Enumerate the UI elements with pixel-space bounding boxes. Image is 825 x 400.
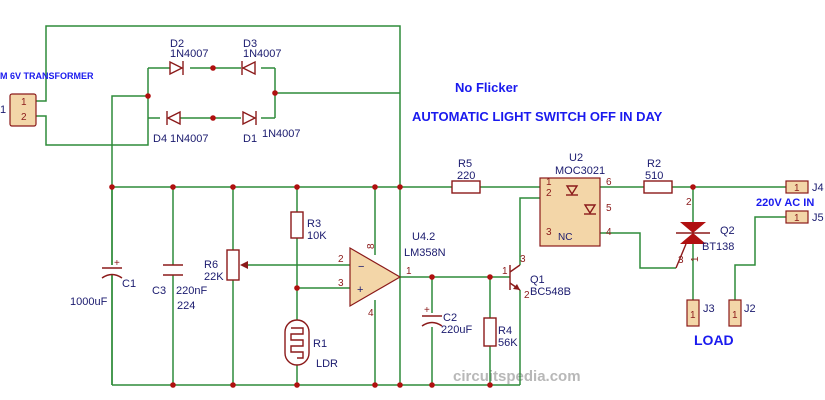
svg-text:2: 2 xyxy=(686,197,692,208)
svg-text:1: 1 xyxy=(794,183,800,194)
svg-text:3: 3 xyxy=(546,227,552,238)
main-title: AUTOMATIC LIGHT SWITCH OFF IN DAY xyxy=(412,109,663,124)
svg-text:R3: R3 xyxy=(307,218,321,230)
svg-text:4: 4 xyxy=(368,308,374,319)
potentiometer-r6: R6 22K xyxy=(204,249,248,283)
svg-text:+: + xyxy=(424,305,430,316)
connector-j5: 1 J5 xyxy=(785,210,824,224)
svg-text:C1: C1 xyxy=(122,278,136,290)
svg-text:1: 1 xyxy=(546,177,552,188)
svg-text:510: 510 xyxy=(645,170,663,182)
triac-q2: 2 3 1 Q2 BT138 xyxy=(675,197,735,269)
resistor-r3: R3 10K xyxy=(290,211,327,242)
svg-text:3: 3 xyxy=(520,254,526,265)
svg-text:10K: 10K xyxy=(307,230,327,242)
connector-j2: 1 J2 xyxy=(728,299,756,327)
svg-text:1: 1 xyxy=(21,97,27,108)
svg-text:C2: C2 xyxy=(443,312,457,324)
svg-text:C3: C3 xyxy=(152,285,166,297)
diode-d4: D4 1N4007 xyxy=(153,110,209,145)
svg-text:+: + xyxy=(357,284,363,296)
svg-text:1: 1 xyxy=(502,266,508,277)
svg-text:56K: 56K xyxy=(498,337,518,349)
svg-text:220uF: 220uF xyxy=(441,324,472,336)
svg-text:LDR: LDR xyxy=(316,358,338,370)
svg-text:1000uF: 1000uF xyxy=(70,296,108,308)
svg-text:1: 1 xyxy=(732,310,738,321)
svg-text:220: 220 xyxy=(457,170,475,182)
svg-text:R4: R4 xyxy=(498,325,512,337)
svg-text:1: 1 xyxy=(794,213,800,224)
svg-text:U4.2: U4.2 xyxy=(412,231,435,243)
svg-text:Q1: Q1 xyxy=(530,274,545,286)
svg-text:3: 3 xyxy=(678,255,684,266)
ldr-r1: R1 LDR xyxy=(284,319,338,370)
capacitor-c3: C3 220nF 224 xyxy=(152,264,207,312)
wires xyxy=(36,25,790,386)
svg-text:+: + xyxy=(114,258,120,269)
transformer-connector: 1 2 1 M 6V TRANSFORMER xyxy=(0,71,94,127)
load-label: LOAD xyxy=(694,332,734,348)
svg-text:2: 2 xyxy=(338,254,344,265)
resistor-r2: R2 510 xyxy=(643,158,673,194)
ac-input-label: 220V AC IN xyxy=(756,197,814,209)
svg-text:NC: NC xyxy=(558,232,572,243)
svg-text:2: 2 xyxy=(546,188,552,199)
junction-dots xyxy=(109,65,696,388)
svg-text:BC548B: BC548B xyxy=(530,286,571,298)
svg-text:1: 1 xyxy=(690,310,696,321)
svg-text:J4: J4 xyxy=(812,182,824,194)
svg-text:LM358N: LM358N xyxy=(404,247,446,259)
svg-text:R5: R5 xyxy=(458,158,472,170)
svg-text:R2: R2 xyxy=(647,158,661,170)
svg-text:J2: J2 xyxy=(744,303,756,315)
svg-text:1: 1 xyxy=(406,266,412,277)
svg-text:R1: R1 xyxy=(313,338,327,350)
watermark: circuitspedia.com xyxy=(453,368,581,385)
svg-text:D1: D1 xyxy=(243,133,257,145)
transformer-label: M 6V TRANSFORMER xyxy=(0,71,94,81)
svg-text:D2: D2 xyxy=(170,38,184,50)
resistor-r4: R4 56K xyxy=(483,317,518,349)
svg-text:224: 224 xyxy=(177,300,195,312)
connector-j4: 1 J4 xyxy=(785,180,824,194)
svg-text:8: 8 xyxy=(366,243,377,249)
svg-text:6: 6 xyxy=(606,177,612,188)
svg-text:−: − xyxy=(358,261,364,273)
capacitor-c2: + C2 220uF xyxy=(420,305,472,336)
svg-text:MOC3021: MOC3021 xyxy=(555,165,605,177)
transformer-ref: 1 xyxy=(0,104,6,116)
svg-text:1N4007: 1N4007 xyxy=(262,128,301,140)
svg-text:2: 2 xyxy=(21,112,27,123)
svg-text:4: 4 xyxy=(606,227,612,238)
svg-text:J3: J3 xyxy=(703,303,715,315)
svg-text:D4: D4 xyxy=(153,133,167,145)
resistor-r5: R5 220 xyxy=(451,158,481,194)
optocoupler-u2: 1 2 3 6 5 4 NC U2 MOC3021 xyxy=(539,152,612,247)
svg-text:1N4007: 1N4007 xyxy=(170,48,209,60)
svg-text:22K: 22K xyxy=(204,271,224,283)
svg-text:1N4007: 1N4007 xyxy=(170,133,209,145)
subtitle-no-flicker: No Flicker xyxy=(455,80,518,95)
svg-text:1N4007: 1N4007 xyxy=(243,48,282,60)
svg-text:2: 2 xyxy=(524,290,530,301)
capacitor-c1: + C1 1000uF xyxy=(70,258,136,308)
diode-d1: D1 1N4007 xyxy=(242,110,301,145)
svg-text:Q2: Q2 xyxy=(720,225,735,237)
svg-text:J5: J5 xyxy=(812,212,824,224)
svg-text:BT138: BT138 xyxy=(702,241,734,253)
svg-text:5: 5 xyxy=(606,203,612,214)
svg-text:1: 1 xyxy=(690,256,701,262)
svg-text:U2: U2 xyxy=(569,152,583,164)
transistor-q1: 3 2 1 Q1 BC548B xyxy=(502,254,571,301)
svg-text:3: 3 xyxy=(338,278,344,289)
diode-d3: D3 1N4007 xyxy=(241,38,282,76)
opamp-u4: − + 2 3 1 8 4 U4.2 LM358N xyxy=(338,231,446,319)
svg-text:R6: R6 xyxy=(204,259,218,271)
diode-d2: D2 1N4007 xyxy=(169,38,209,76)
svg-text:D3: D3 xyxy=(243,38,257,50)
connector-j3: 1 J3 xyxy=(686,299,715,327)
svg-text:220nF: 220nF xyxy=(176,285,207,297)
